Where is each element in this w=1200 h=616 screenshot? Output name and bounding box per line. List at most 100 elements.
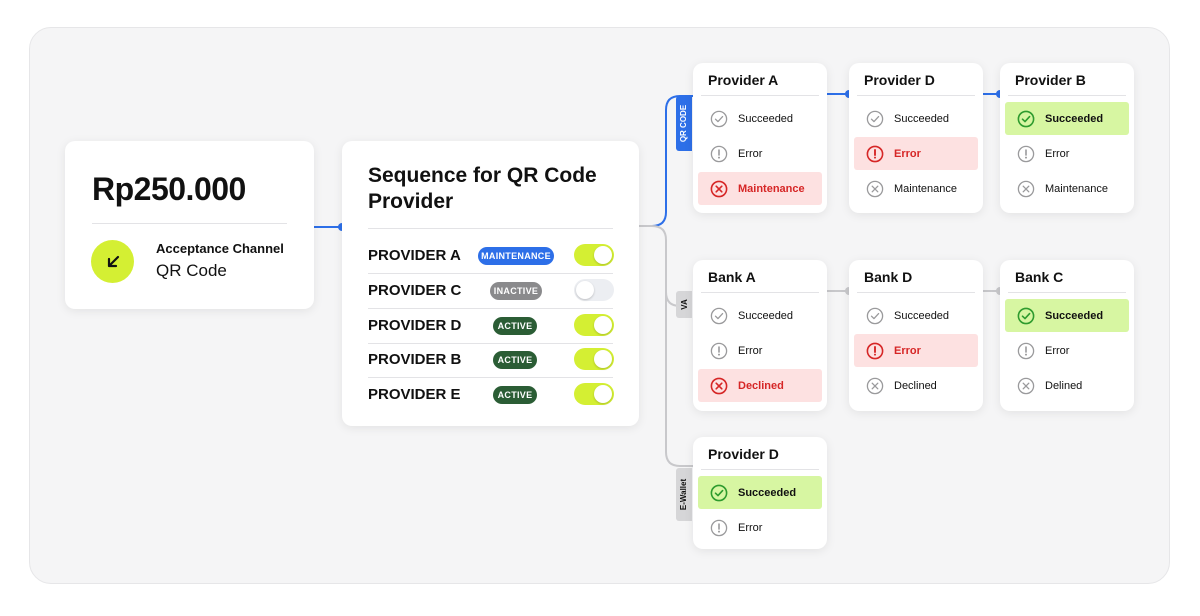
card-title: Provider A [708,72,779,88]
toggle-knob [594,350,612,368]
connector-sequence-ewallet [665,292,693,467]
arrow-down-left-icon [91,240,134,283]
status-row: Maintenance [698,172,822,205]
status-row: Error [854,137,978,170]
status-label: Maintenance [738,182,805,195]
status-badge: ACTIVE [493,317,537,335]
status-row: Succeeded [854,299,978,332]
amount-divider [92,223,287,224]
sequence-row-name: PROVIDER B [368,351,462,368]
exclamation-circle-icon [1017,145,1035,163]
status-row: Declined [698,369,822,402]
provider-toggle[interactable] [574,383,614,405]
provider-toggle[interactable] [574,314,614,336]
exclamation-circle-icon [710,519,728,537]
status-row: Succeeded [1005,299,1129,332]
provider-toggle[interactable] [574,244,614,266]
status-label: Error [738,344,763,357]
row-divider [368,377,613,378]
status-label: Error [1045,147,1070,160]
status-label: Maintenance [894,182,957,195]
status-label: Error [1045,344,1070,357]
status-row: Error [1005,334,1129,367]
status-row: Declined [854,369,978,402]
amount-card: Rp250.000 Acceptance Channel QR Code [65,141,314,309]
sequence-row-provider-d: PROVIDER D ACTIVE [368,309,614,343]
row-divider [368,273,613,274]
status-label: Declined [738,379,784,392]
sequence-row-name: PROVIDER D [368,317,462,334]
status-label: Succeeded [894,309,950,322]
check-circle-icon [866,110,884,128]
status-row: Succeeded [698,476,822,509]
x-circle-icon [1017,377,1035,395]
row-divider [368,343,613,344]
card-title: Bank D [864,269,913,285]
exclamation-circle-icon [1017,342,1035,360]
status-row: Error [698,137,822,170]
card-divider [857,292,975,293]
card-divider [1008,292,1126,293]
x-circle-icon [710,180,728,198]
status-row: Maintenance [854,172,978,205]
toggle-knob [594,246,612,264]
status-badge: INACTIVE [490,282,542,300]
status-label: Succeeded [738,309,794,322]
exclamation-circle-icon [866,145,884,163]
status-label: Succeeded [894,112,950,125]
card-title: Provider D [708,446,779,462]
card-divider [701,292,819,293]
x-circle-icon [866,180,884,198]
status-row: Delined [1005,369,1129,402]
check-circle-icon [710,484,728,502]
sequence-row-provider-b: PROVIDER B ACTIVE [368,343,614,377]
status-label: Error [894,147,921,160]
status-label: Error [738,521,763,534]
toggle-knob [594,316,612,334]
acceptance-channel-label: Acceptance Channel [156,241,284,256]
channel-tab-ewallet[interactable]: E-Wallet [676,468,692,521]
status-row: Succeeded [1005,102,1129,135]
status-label: Error [738,147,763,160]
x-circle-icon [866,377,884,395]
channel-tab-va[interactable]: VA [676,291,692,318]
status-label: Succeeded [1045,112,1104,125]
status-row: Succeeded [854,102,978,135]
status-badge: ACTIVE [493,351,537,369]
card-divider [1008,95,1126,96]
status-label: Maintenance [1045,182,1108,195]
status-badge: ACTIVE [493,386,537,404]
status-label: Delined [1045,379,1083,392]
provider-toggle[interactable] [574,348,614,370]
check-circle-icon [710,307,728,325]
sequence-row-provider-c: PROVIDER C INACTIVE [368,274,614,308]
card-title: Bank C [1015,269,1064,285]
sequence-row-provider-e: PROVIDER E ACTIVE [368,378,614,412]
x-circle-icon [1017,180,1035,198]
provider-toggle[interactable] [574,279,614,301]
card-divider [857,95,975,96]
status-label: Declined [894,379,937,392]
status-badge: MAINTENANCE [478,247,554,265]
card-divider [701,469,819,470]
check-circle-icon [1017,110,1035,128]
sequence-row-name: PROVIDER C [368,282,462,299]
status-row: Error [698,334,822,367]
toggle-knob [576,281,594,299]
toggle-knob [594,385,612,403]
sequence-row-name: PROVIDER A [368,247,461,264]
check-circle-icon [1017,307,1035,325]
channel-tab-qr-code[interactable]: QR CODE [676,96,692,151]
sequence-row-name: PROVIDER E [368,386,461,403]
sequence-divider [368,228,613,229]
status-row: Succeeded [698,102,822,135]
check-circle-icon [710,110,728,128]
status-row: Error [698,511,822,544]
